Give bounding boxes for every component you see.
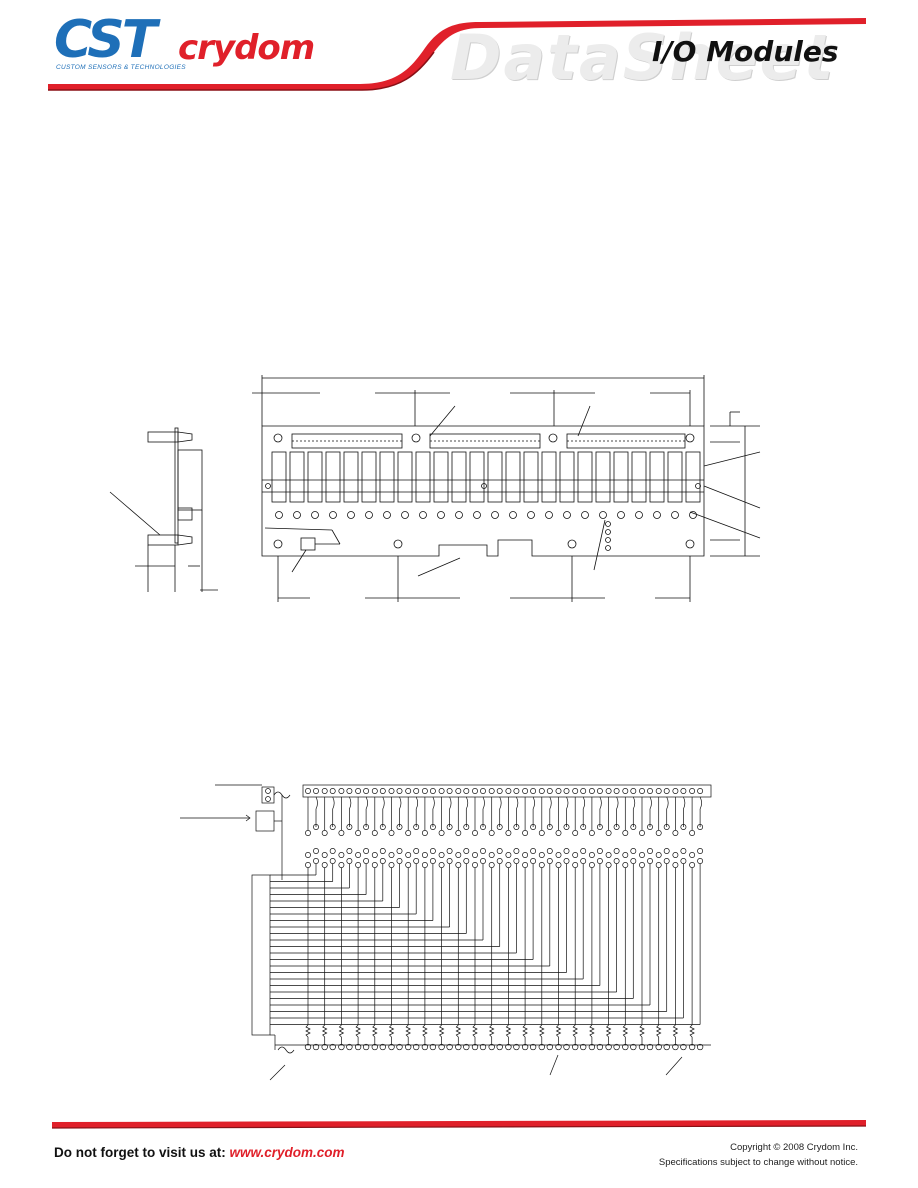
side-view — [109, 427, 218, 592]
relay-channels — [270, 788, 704, 1051]
page-title: I/O Modules — [652, 35, 839, 68]
copyright-block: Copyright © 2008 Crydom Inc. Specificati… — [659, 1140, 858, 1170]
website-link[interactable]: www.crydom.com — [229, 1145, 345, 1160]
crydom-logo: crydom — [178, 28, 315, 68]
datasheet-watermark: DataSheet — [450, 21, 836, 94]
relay-modules — [271, 451, 701, 503]
terminal-strips — [291, 433, 686, 449]
footer-divider — [51, 1120, 867, 1129]
header-swoosh — [48, 18, 866, 91]
copyright-text: Copyright © 2008 Crydom Inc. — [730, 1142, 858, 1153]
wiring-schematic — [180, 784, 712, 1081]
mounting-holes — [265, 433, 701, 549]
notice-text: Specifications subject to change without… — [658, 1157, 858, 1168]
status-leds — [275, 511, 697, 551]
cst-logo-subtitle: CUSTOM SENSORS & TECHNOLOGIES — [56, 64, 186, 71]
visit-label: Do not forget to visit us at: — [54, 1145, 226, 1160]
mechanical-drawing — [109, 375, 761, 602]
visit-website-text: Do not forget to visit us at: www.crydom… — [54, 1145, 345, 1160]
cst-logo: CST — [54, 10, 157, 70]
